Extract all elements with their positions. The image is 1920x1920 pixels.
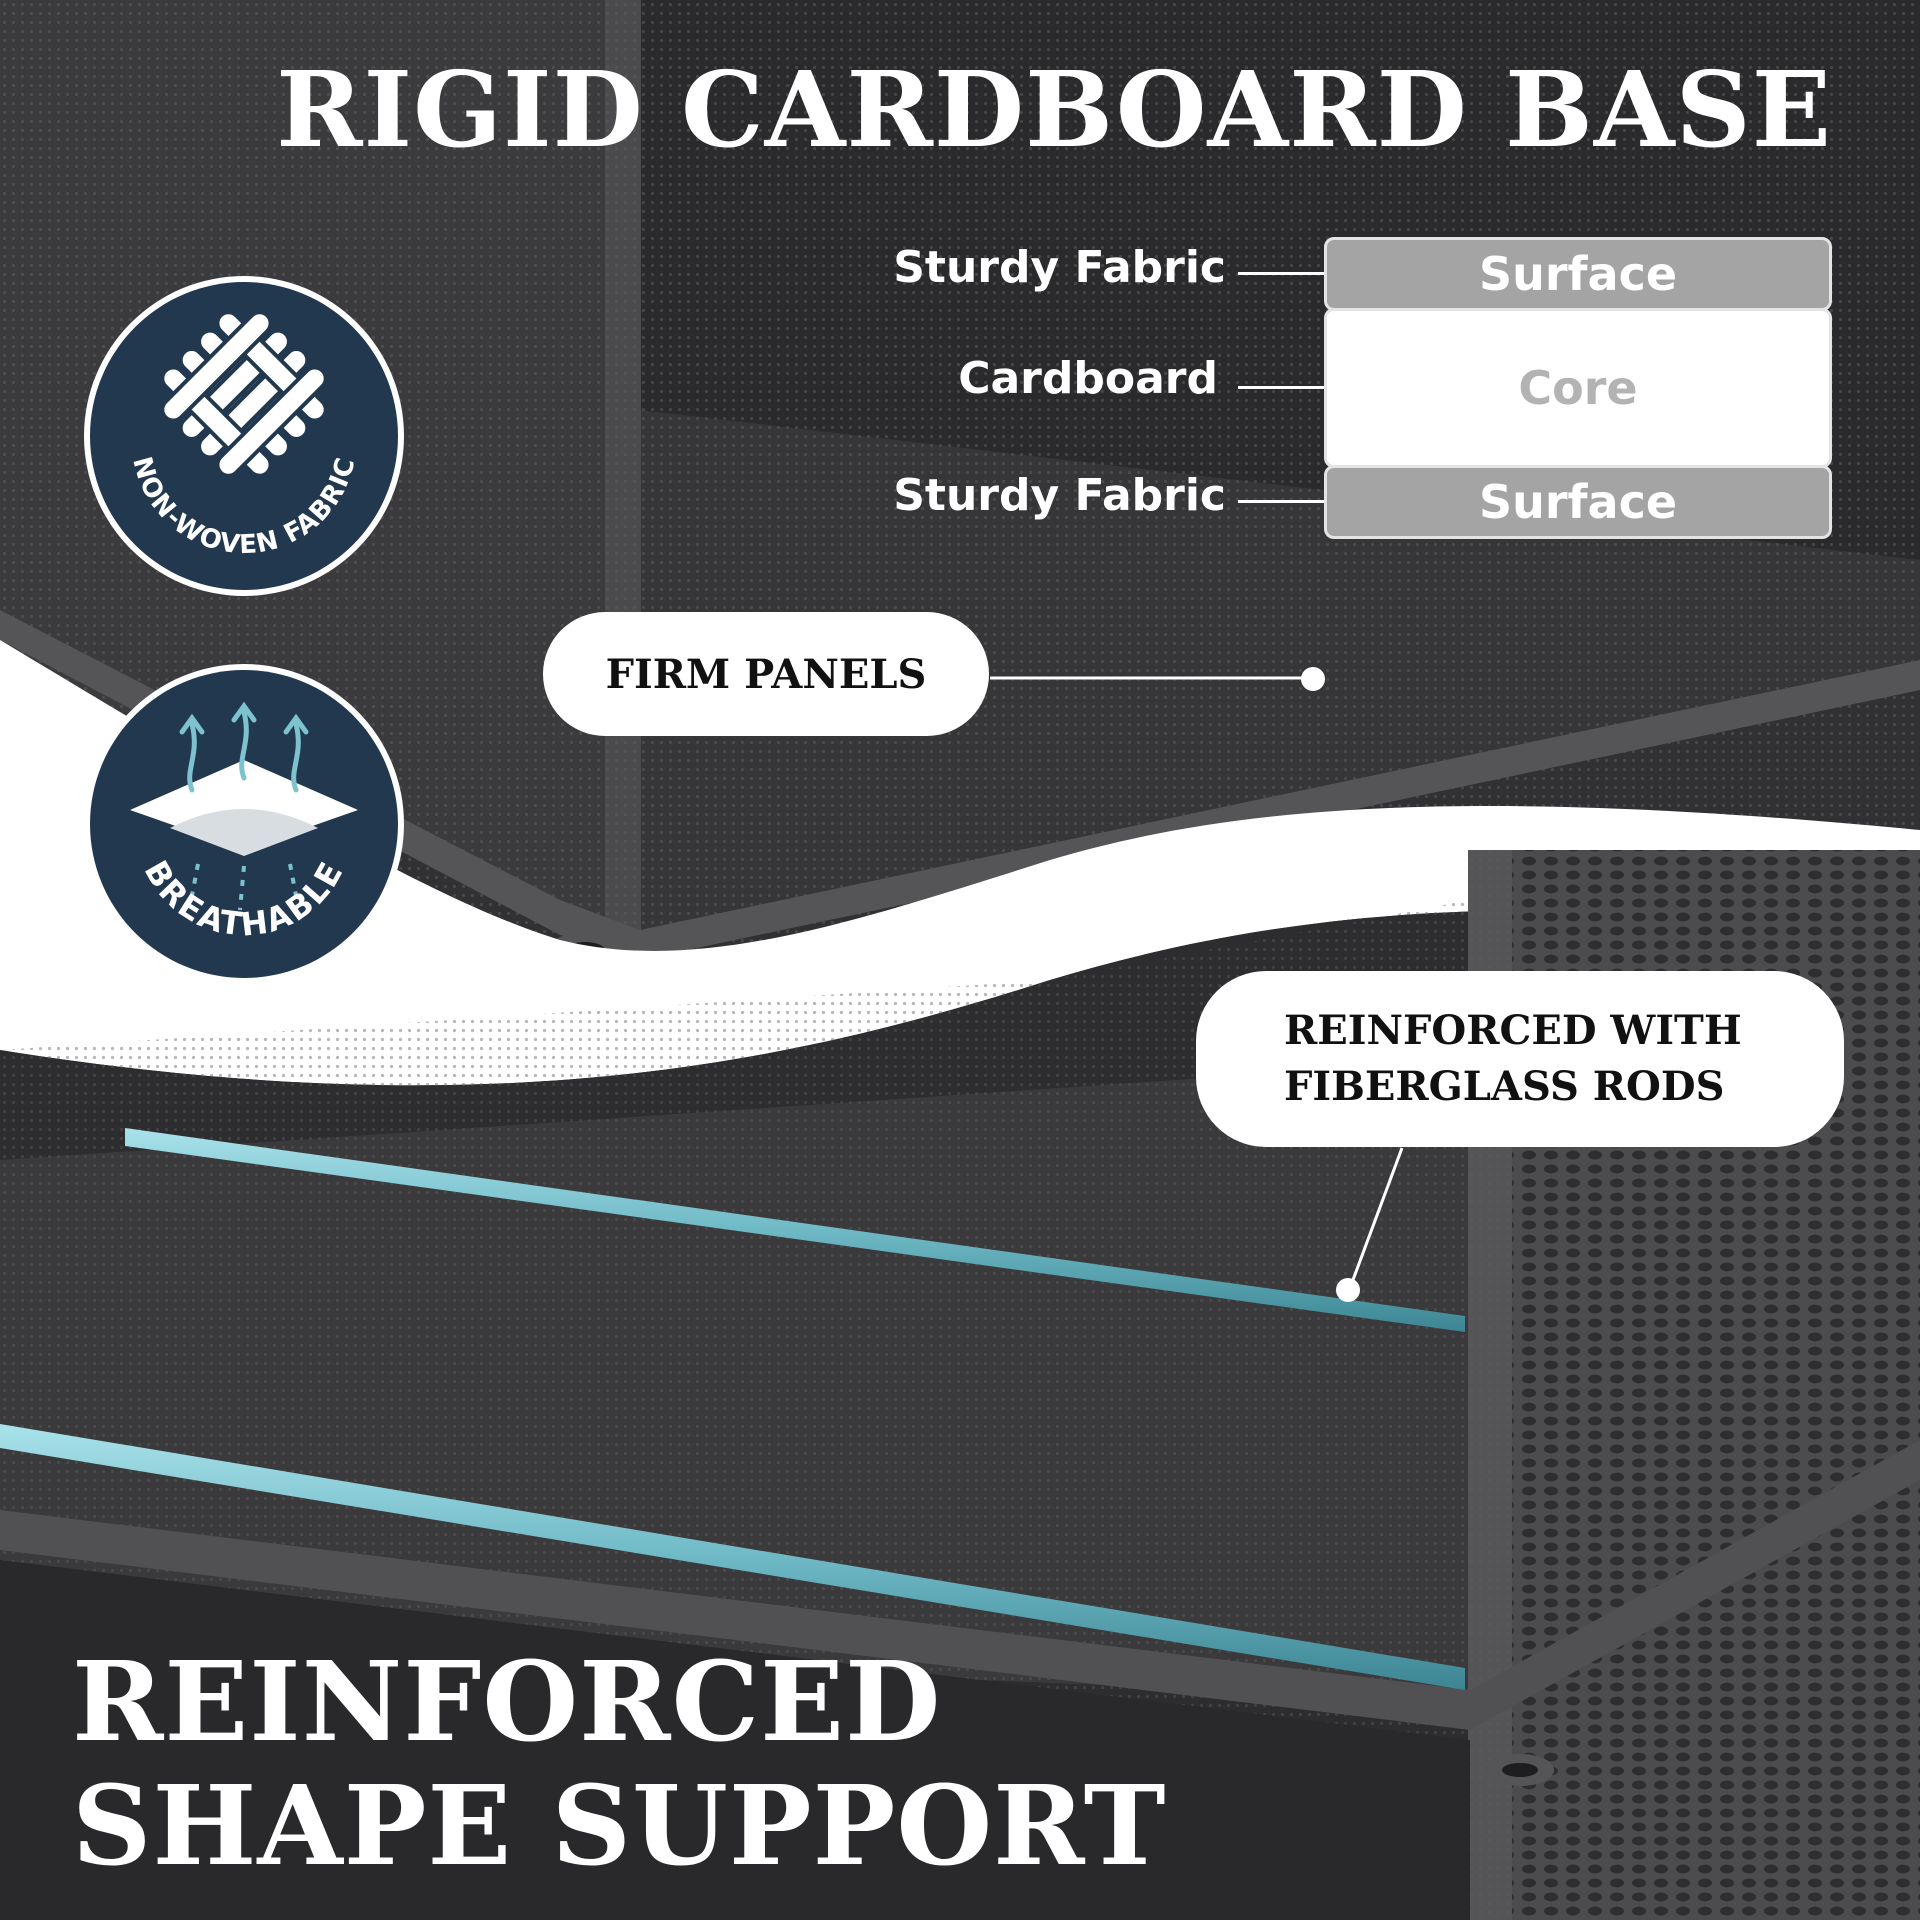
badge-breathable: BREATHABLE: [84, 664, 404, 984]
callout-rods-line2: FIBERGLASS RODS: [1284, 1063, 1725, 1110]
layer-box-top: Surface: [1324, 237, 1832, 311]
woven-lattice-icon: [160, 310, 328, 478]
layer-box-bottom: Surface: [1324, 465, 1832, 539]
layer-connector-middle: [1238, 386, 1324, 389]
layer-label-middle: Cardboard: [958, 353, 1218, 404]
headline: RIGID CARDBOARD BASE: [276, 48, 1832, 171]
callout-rods-line1: REINFORCED WITH: [1284, 1007, 1742, 1054]
callout-firm-panels: FIRM PANELS: [543, 612, 989, 736]
callout-firm-panels-text: FIRM PANELS: [605, 650, 927, 698]
footer-line2: SHAPE SUPPORT: [72, 1761, 1167, 1890]
footer-line1: REINFORCED: [72, 1637, 942, 1766]
layer-box-middle: Core: [1324, 308, 1832, 468]
layer-label-bottom: Sturdy Fabric: [893, 470, 1226, 521]
badge-non-woven: NON-WOVEN FABRIC: [84, 276, 404, 596]
callout-fiberglass-rods: REINFORCED WITH FIBERGLASS RODS: [1196, 971, 1844, 1147]
footer-title: REINFORCED SHAPE SUPPORT: [72, 1640, 1167, 1888]
layer-connector-top: [1238, 272, 1324, 275]
layer-connector-bottom: [1238, 500, 1324, 503]
airflow-arrows-icon: [130, 701, 358, 911]
layer-label-top: Sturdy Fabric: [893, 242, 1226, 293]
